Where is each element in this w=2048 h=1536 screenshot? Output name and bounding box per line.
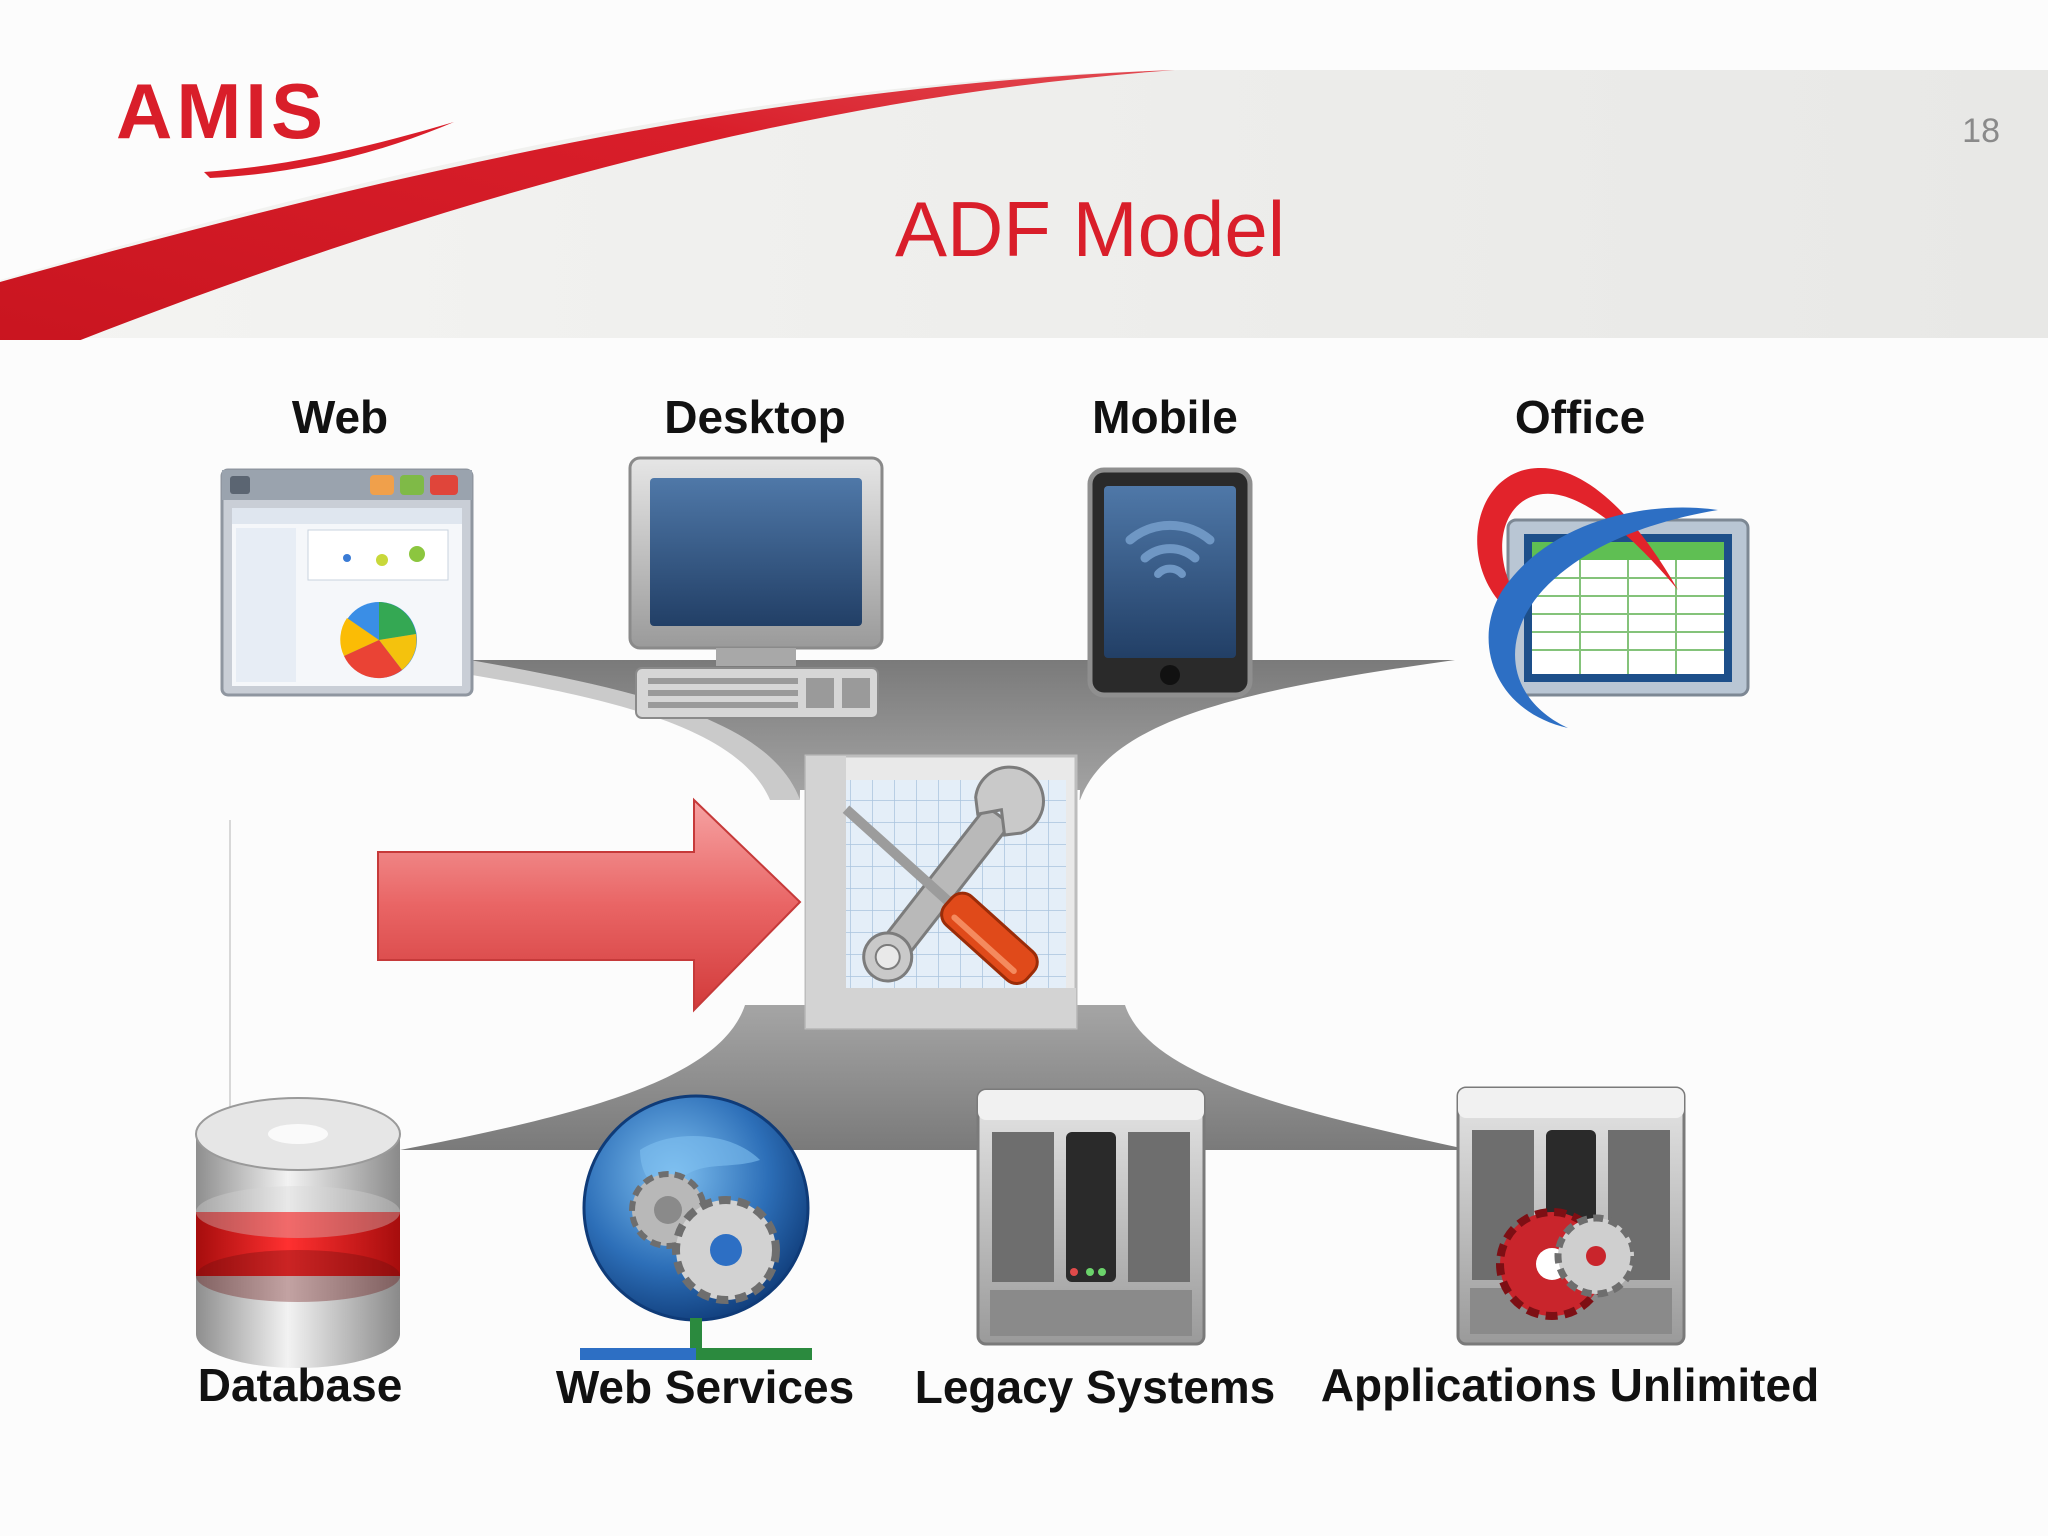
label-web: Web <box>291 391 389 443</box>
logo-text: AMIS <box>116 67 327 155</box>
label-desktop: Desktop <box>664 391 846 443</box>
server-gears-icon <box>1456 1086 1686 1346</box>
mobile-tablet-icon <box>1087 467 1253 698</box>
header-band <box>0 70 2048 340</box>
label-legacy-systems: Legacy Systems <box>914 1361 1276 1413</box>
label-database: Database <box>197 1359 403 1411</box>
right-arrow-icon <box>377 797 802 1013</box>
amis-logo: AMIS <box>116 67 454 178</box>
web-browser-icon <box>220 468 474 697</box>
slide-title: ADF Model <box>894 185 1286 273</box>
globe-gears-icon <box>580 1094 812 1360</box>
label-applications-unlimited: Applications Unlimited <box>1320 1359 1820 1411</box>
label-mobile: Mobile <box>1092 391 1238 443</box>
server-rack-icon <box>976 1088 1206 1346</box>
desktop-computer-icon <box>628 456 884 719</box>
database-icon <box>195 1097 401 1368</box>
tools-wrench-screwdriver-icon <box>804 754 1078 1030</box>
office-spreadsheet-icon <box>1477 467 1750 728</box>
page-number: 18 <box>1962 112 2000 150</box>
label-office: Office <box>1514 391 1646 443</box>
label-web-services: Web Services <box>555 1361 855 1413</box>
